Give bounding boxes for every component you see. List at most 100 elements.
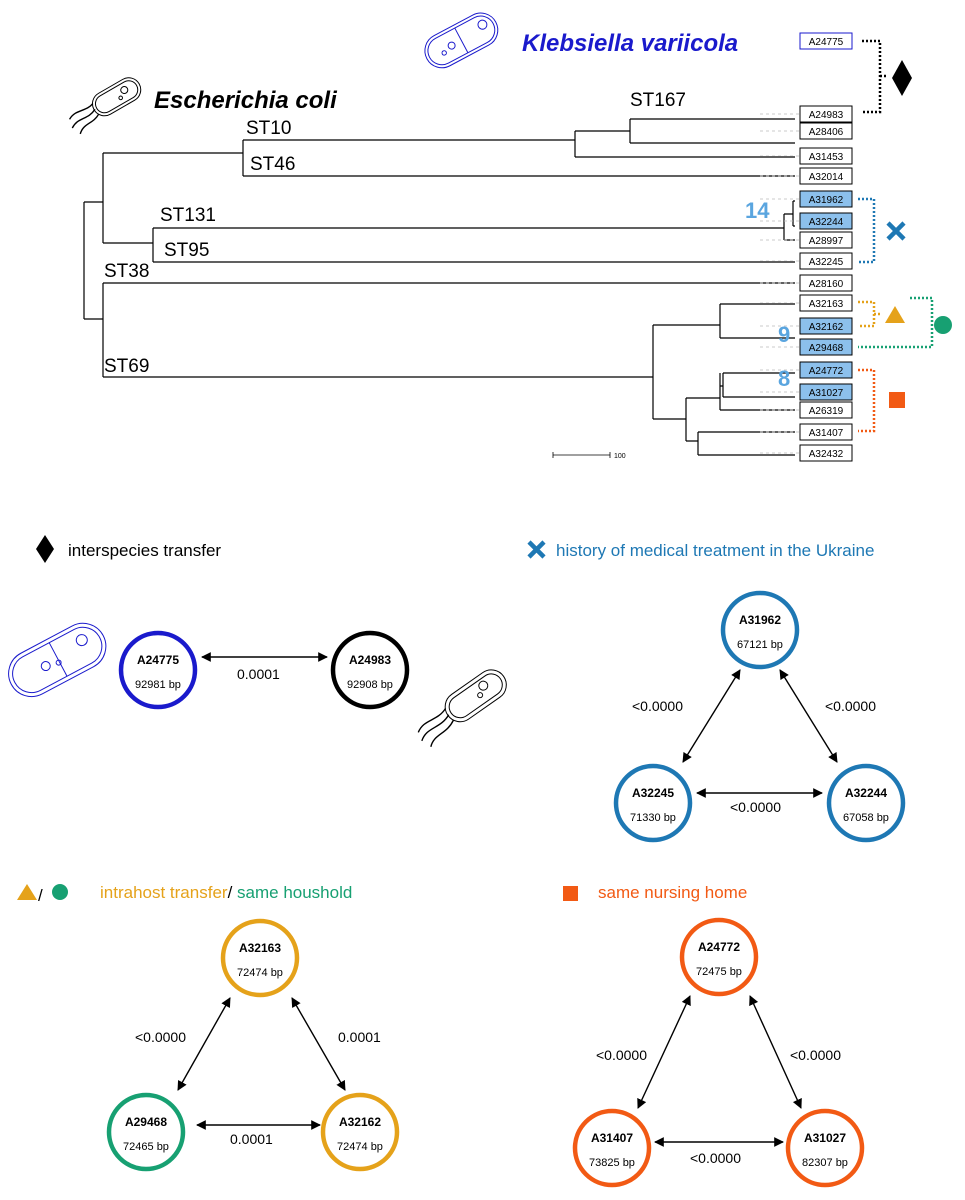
edge-label: <0.0000 [690,1150,741,1166]
plasmid-node [106,1092,186,1172]
isolate-label: A32432 [760,444,853,462]
plasmid-node [118,630,198,710]
node-id: A24772 [698,940,740,954]
isolate-label: A26319 [760,401,853,419]
network-nursing: <0.0000 <0.0000 <0.0000 A24772 72475 bp … [572,917,865,1188]
scale-bar-label: 100 [614,453,626,460]
isolate-id: A31407 [809,428,844,439]
node-id: A32245 [632,786,674,800]
legend-interspecies-label: interspecies transfer [68,541,221,560]
isolate-id: A32245 [809,257,844,268]
isolate-id: A32432 [809,449,844,460]
network-ukraine: <0.0000 <0.0000 <0.0000 A31962 67121 bp … [613,590,906,843]
sequence-type-labels: ST167 ST10 ST46 ST131 ST95 ST38 ST69 [104,90,686,377]
cluster-count-nursing: 8 [778,366,790,391]
isolate-label: A32244 [760,212,853,230]
isolate-id: A24772 [809,366,844,377]
cross-icon [527,540,546,559]
isolate-id: A32244 [809,217,844,228]
legend-household: / intrahost transfer/ same houshold [17,883,352,905]
isolate-label: A31962 [760,190,853,208]
edge-label: 0.0001 [230,1131,273,1147]
node-id: A24775 [137,653,179,667]
square-icon [563,886,578,901]
isolate-id: A29468 [809,343,844,354]
isolate-box [799,122,853,140]
ecoli-bacterium-icon [68,77,142,135]
node-size: 67058 bp [843,812,889,824]
legend-slash-2: / [228,883,233,902]
st-label-st10: ST10 [246,118,291,139]
isolate-label: A29468 [760,338,853,356]
node-id: A31407 [591,1131,633,1145]
edge-label: <0.0000 [825,698,876,714]
plasmid-node [220,918,300,998]
isolate-label: A31453 [760,147,853,165]
species-title-ecoli: Escherichia coli [154,87,338,114]
isolate-label: A28160 [760,274,853,292]
isolate-id: A28997 [809,236,844,247]
isolate-id: A24983 [809,110,844,121]
isolate-id: A28406 [809,127,844,138]
edge-label: <0.0000 [596,1047,647,1063]
node-id: A29468 [125,1115,167,1129]
node-size: 67121 bp [737,639,783,651]
node-size: 72474 bp [337,1141,383,1153]
edge-label: <0.0000 [790,1047,841,1063]
edge-label: <0.0000 [632,698,683,714]
cross-icon [886,221,906,241]
isolate-box [799,338,853,356]
ukraine-bracket [858,197,906,264]
node-size: 73825 bp [589,1157,635,1169]
plasmid-node [330,630,410,710]
isolate-box [799,252,853,270]
isolate-box [799,274,853,292]
isolate-label: A32163 [760,294,853,312]
isolate-label: A24772 [760,361,853,379]
node-size: 92908 bp [347,679,393,691]
legend-nursing-label: same nursing home [598,883,747,902]
edge-label: 0.0001 [237,666,280,682]
isolate-id: A28160 [809,279,844,290]
household-bracket [858,296,952,349]
st-label-st167: ST167 [630,90,686,111]
isolate-id: A31027 [809,388,844,399]
node-size: 72474 bp [237,967,283,979]
circle-icon [52,884,68,900]
isolate-id: A32163 [809,299,844,310]
node-size: 72475 bp [696,966,742,978]
network-interspecies: 0.0001 A24775 92981 bp A24983 92908 bp [8,622,507,747]
nursing-bracket [858,368,905,433]
diamond-icon [36,535,54,563]
isolate-box [799,212,853,230]
klebsiella-bacterium-icon [8,622,107,698]
isolate-box [799,167,853,185]
isolate-box [799,401,853,419]
node-size: 72465 bp [123,1141,169,1153]
legend-household-text: intrahost transfer/ same houshold [100,883,352,902]
plasmid-node [826,763,906,843]
st-label-st46: ST46 [250,154,295,175]
plasmid-node [613,763,693,843]
triangle-icon [885,306,905,323]
isolate-id: A32162 [809,322,844,333]
edge-label: <0.0000 [135,1029,186,1045]
edge-label: 0.0001 [338,1029,381,1045]
interspecies-bracket [862,39,912,114]
isolate-id: A31962 [809,195,844,206]
plasmid-node [785,1108,865,1188]
isolate-box [799,383,853,401]
triangle-icon [17,884,37,900]
isolate-label: A32245 [760,252,853,270]
plasmid-node [720,590,800,670]
node-size: 82307 bp [802,1157,848,1169]
isolate-id: A24775 [809,37,844,48]
isolate-box [799,147,853,165]
isolate-label: A28406 [760,122,853,140]
circle-icon [934,316,952,334]
st-label-st69: ST69 [104,356,149,377]
isolate-id: A26319 [809,406,844,417]
st-label-st131: ST131 [160,205,216,226]
node-id: A32162 [339,1115,381,1129]
